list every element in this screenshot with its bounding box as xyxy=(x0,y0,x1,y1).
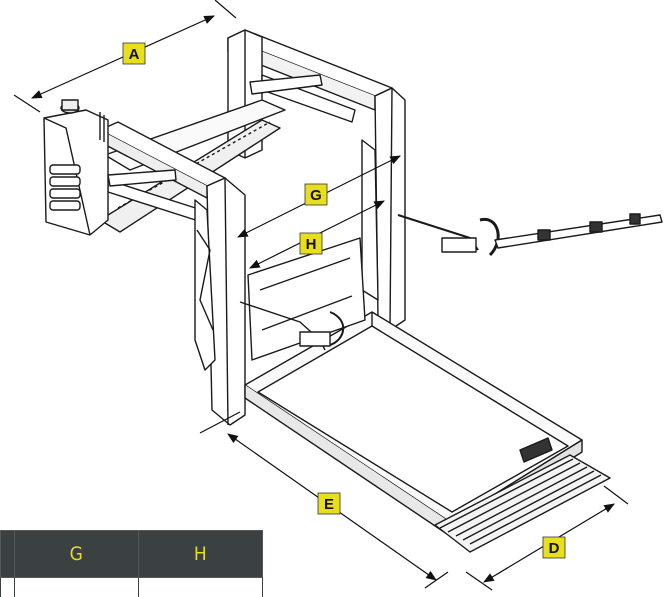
table-header-g: G xyxy=(15,531,139,578)
svg-text:H: H xyxy=(306,236,317,253)
table-cell xyxy=(139,578,263,597)
table-cell xyxy=(1,578,15,597)
dimension-tag-d: D xyxy=(543,537,565,558)
dimension-tag-g: G xyxy=(305,184,327,205)
dimension-tag-e: E xyxy=(318,493,340,514)
dimension-tag-a: A xyxy=(123,43,145,64)
dimensions-table: G H xyxy=(0,530,263,597)
table-cell xyxy=(15,578,139,597)
dimension-tag-h: H xyxy=(300,233,322,254)
table-header-row: G H xyxy=(1,531,263,578)
svg-text:E: E xyxy=(324,496,334,513)
table-header-cell xyxy=(1,531,15,578)
svg-text:G: G xyxy=(310,187,322,204)
svg-text:A: A xyxy=(129,46,140,63)
power-pack xyxy=(44,100,108,235)
front-left-post xyxy=(195,178,245,425)
table-header-h: H xyxy=(139,531,263,578)
right-handrail xyxy=(398,214,662,255)
svg-text:D: D xyxy=(549,540,560,557)
table-row xyxy=(1,578,263,597)
